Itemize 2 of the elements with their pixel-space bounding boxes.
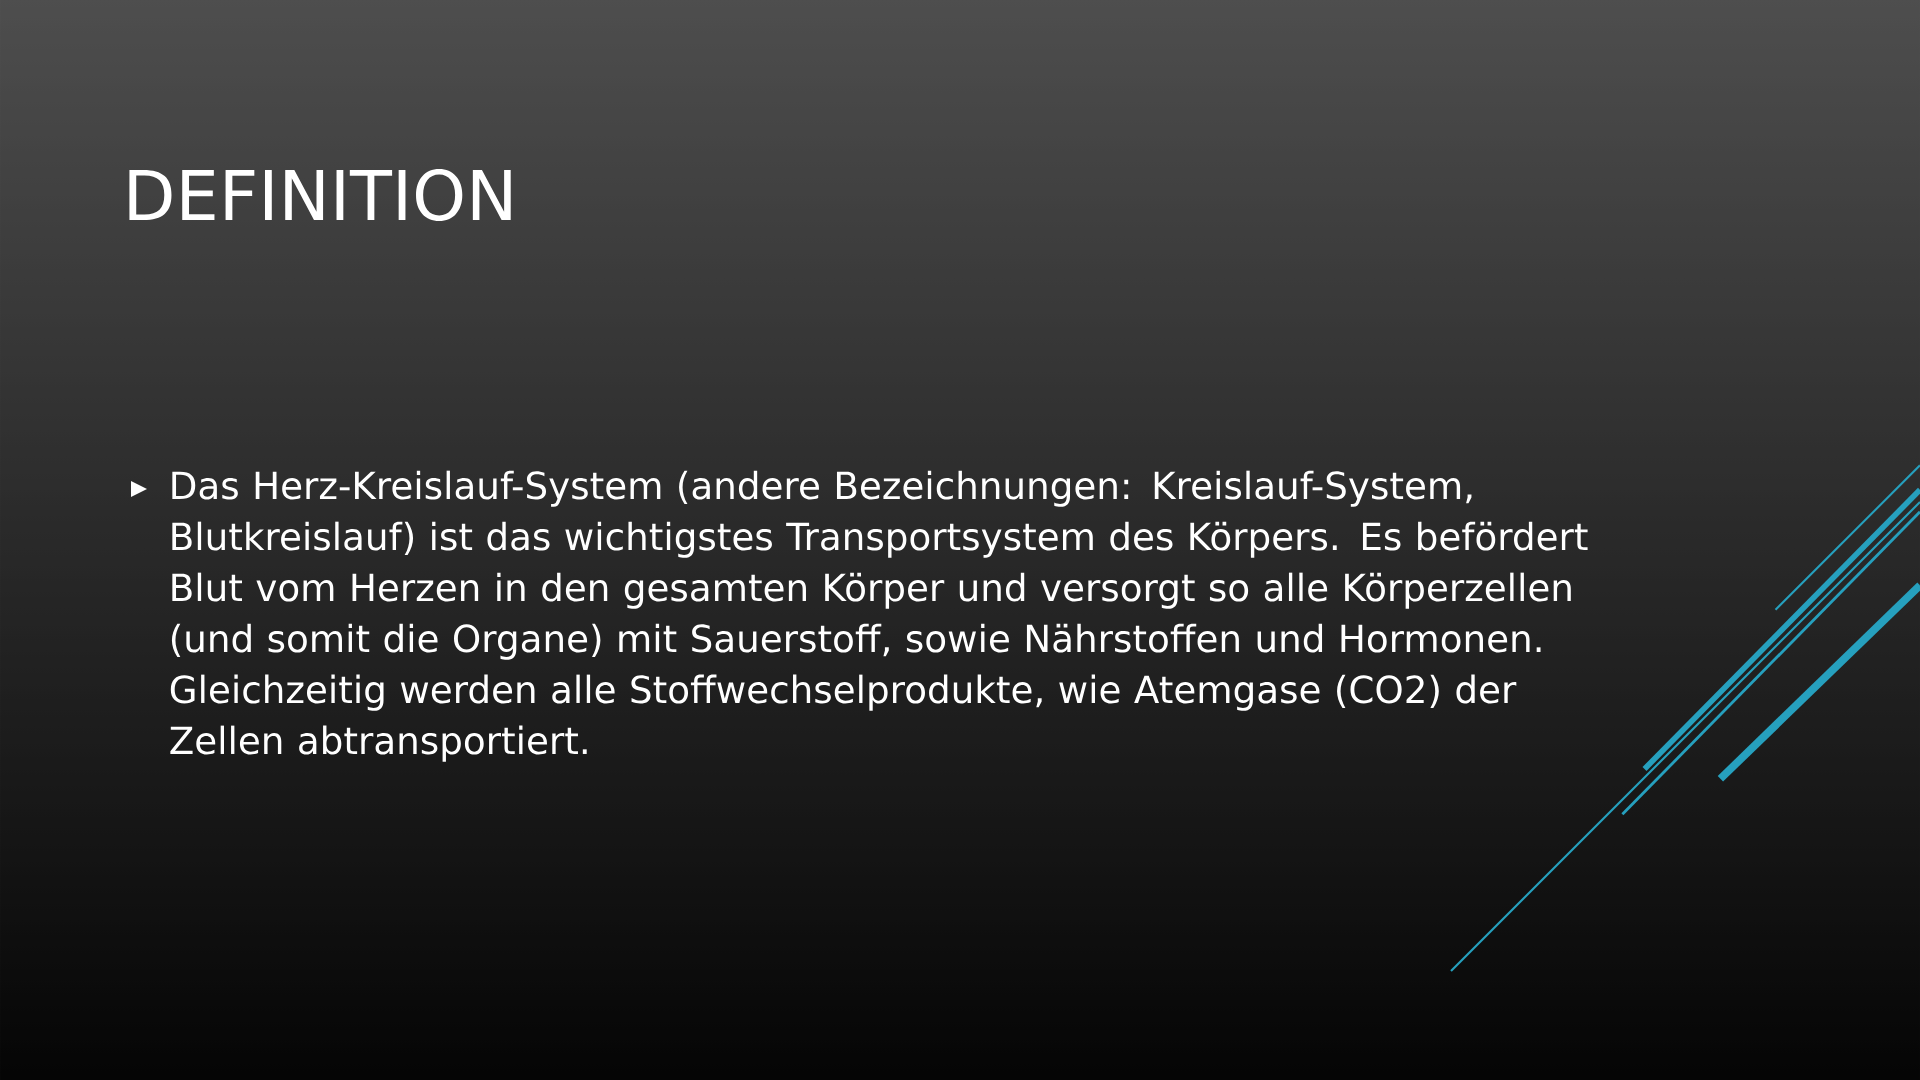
body-paragraph: Das Herz-Kreislauf-System (andere Bezeichnungen: Kreislauf-System, Blutkreislauf) ist das wichtigstes Transportsystem des Körpers. Es befördert Blut vom Herzen in den gesamten Körper und versorgt so alle Körperzellen (und somit die Organe) mit Sauerstoff, sowie Nährstoffen und Hormonen. Gleichzeitig werden alle Stoffwechselprodukte, wie Atemgase (CO2) der Zellen abtransportiert. (170, 470, 1588, 762)
slide-title: DEFINITION (129, 169, 511, 221)
